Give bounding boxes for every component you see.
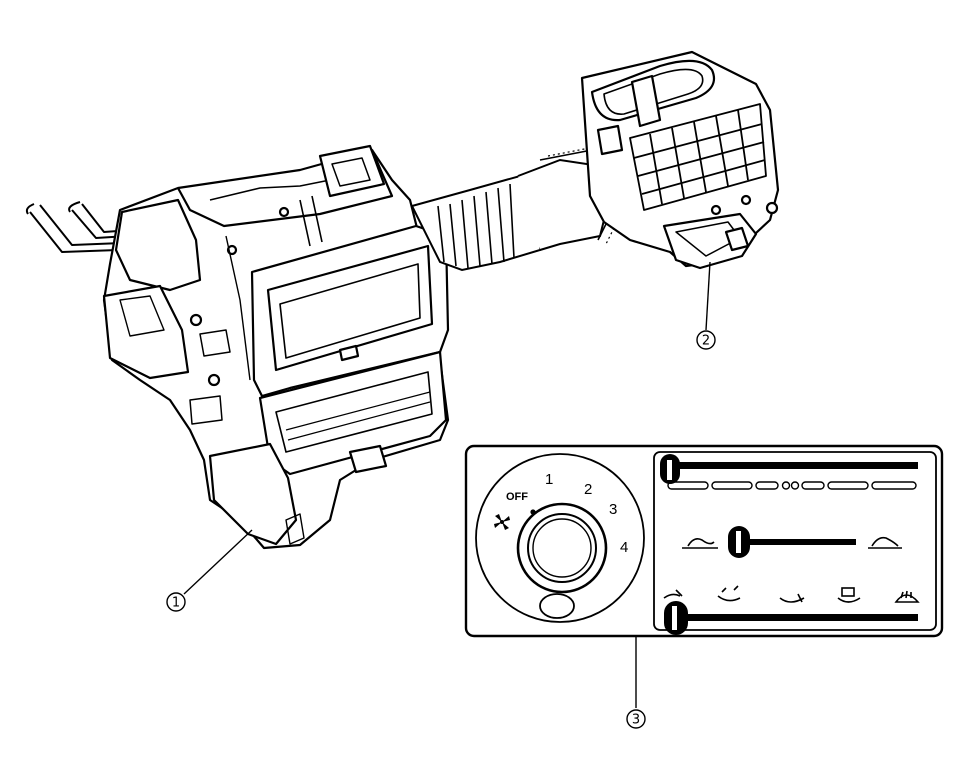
temperature-slider[interactable] [660,454,918,484]
blower-unit [580,50,780,270]
floor-icon [779,593,805,603]
intake-slider[interactable] [728,526,856,558]
callout-2: 2 [696,330,716,350]
callout-1-label: 1 [172,596,180,611]
fan-off-label: OFF [506,491,528,503]
defrost-icon [894,590,920,603]
heater-pipes [25,201,133,253]
fan-dial-button[interactable] [539,593,575,619]
callout-1: 1 [166,592,186,612]
heater-unit [25,144,450,550]
fan-dial[interactable] [475,453,645,623]
mode-icons [663,585,920,603]
callout-3-label: 3 [632,713,640,728]
fan-speed-2: 2 [584,481,592,498]
callout-leaders [183,261,711,708]
fan-speed-1: 1 [545,471,553,488]
callout-2-label: 2 [702,334,710,349]
control-panel: OFF 1 2 3 4 [464,444,944,638]
fan-speed-3: 3 [609,501,617,518]
fan-speed-4: 4 [620,539,628,556]
blower-grille [629,103,767,211]
fan-icon [494,514,510,530]
callout-3: 3 [626,709,646,729]
fan-dial-pointer [530,509,536,515]
recirculation-icon [682,538,718,549]
mode-slider[interactable] [664,601,918,635]
temperature-scale [667,481,917,490]
floor-defrost-icon [837,587,861,603]
vent-icon [663,589,683,599]
bi-level-icon [717,585,741,602]
fresh-air-icon [868,536,902,549]
